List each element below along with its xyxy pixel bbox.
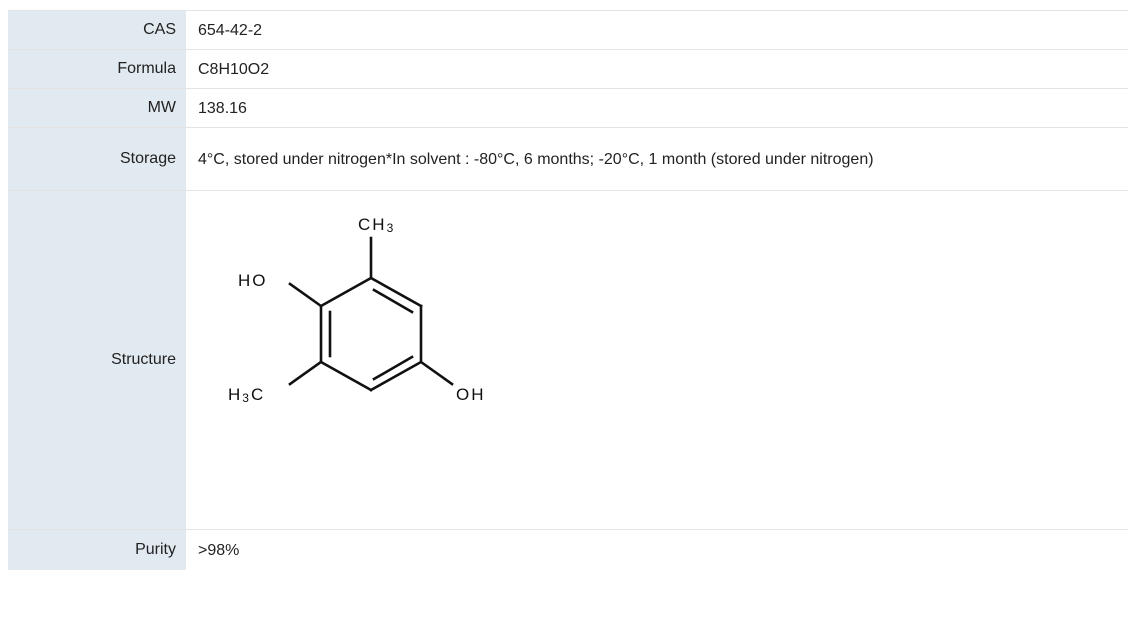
hydroxyl-left-label: HO <box>238 271 268 290</box>
storage-value: 4°C, stored under nitrogen*In solvent : … <box>186 127 1128 191</box>
structure-cell: CH3 HO H3C OH <box>186 190 1128 530</box>
formula-value: C8H10O2 <box>186 49 1128 89</box>
purity-value: >98% <box>198 541 240 559</box>
ring-bond-3 <box>369 360 423 392</box>
ring-bond-4 <box>319 360 373 392</box>
double-bond-inner-2 <box>372 355 414 381</box>
spec-row-purity: Purity >98% <box>8 529 1128 570</box>
mw-label: MW <box>8 88 186 128</box>
methyl-bottom-label: H3C <box>228 385 265 405</box>
cas-value: 654-42-2 <box>186 10 1128 50</box>
hydroxyl-right-bond <box>419 360 454 386</box>
ring-bond-1 <box>369 276 423 308</box>
double-bond-inner-1 <box>372 288 414 314</box>
spec-row-structure: Structure <box>8 190 1128 530</box>
spec-row-storage: Storage 4°C, stored under nitrogen*In so… <box>8 127 1128 191</box>
mw-value: 138.16 <box>186 88 1128 128</box>
hydroxyl-right-label: OH <box>456 385 486 404</box>
spec-row-formula: Formula C8H10O2 <box>8 49 1128 89</box>
spec-row-mw: MW 138.16 <box>8 88 1128 128</box>
methyl-top-label: CH3 <box>358 215 395 235</box>
ring-bond-6 <box>319 276 373 308</box>
methyl-bottom-bond <box>288 360 323 386</box>
product-spec-table: CAS 654-42-2 Formula C8H10O2 MW 138.16 S… <box>8 10 1128 570</box>
hydroxyl-left-bond <box>288 282 323 308</box>
structure-label: Structure <box>8 190 186 530</box>
chemical-structure-diagram: CH3 HO H3C OH <box>228 215 486 405</box>
formula-label: Formula <box>8 49 186 89</box>
spec-row-cas: CAS 654-42-2 <box>8 10 1128 50</box>
purity-label: Purity <box>8 529 186 570</box>
cas-label: CAS <box>8 10 186 50</box>
storage-label: Storage <box>8 127 186 191</box>
